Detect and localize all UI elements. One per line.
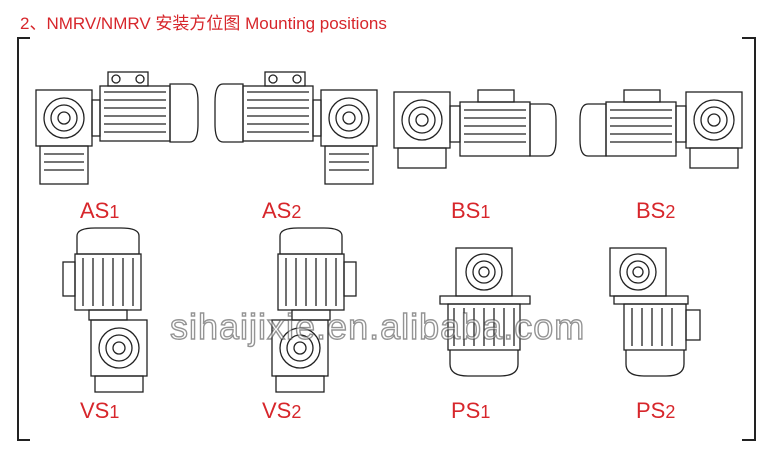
position-label-ps1: PS1 (451, 398, 491, 423)
mounting-figure-bs1 (393, 89, 557, 169)
mounting-figure-ps2 (609, 247, 701, 377)
position-label-as2: AS2 (262, 198, 302, 223)
position-label-vs1: VS1 (80, 398, 120, 423)
mounting-figure-as2 (214, 71, 378, 185)
position-label-ps2: PS2 (636, 398, 676, 423)
position-label-bs2: BS2 (636, 198, 676, 223)
mounting-figure-bs2 (579, 89, 743, 169)
mounting-figure-vs2 (271, 227, 357, 393)
position-label-vs2: VS2 (262, 398, 302, 423)
mounting-figure-vs1 (62, 227, 148, 393)
page-title: 2、NMRV/NMRV 安装方位图 Mounting positions (20, 14, 387, 33)
position-label-as1: AS1 (80, 198, 120, 223)
watermark: sihaijixie.en.alibaba.com (169, 305, 586, 347)
mounting-figure-as1 (35, 71, 199, 185)
mounting-figure-ps1 (439, 247, 531, 377)
position-label-bs1: BS1 (451, 198, 491, 223)
